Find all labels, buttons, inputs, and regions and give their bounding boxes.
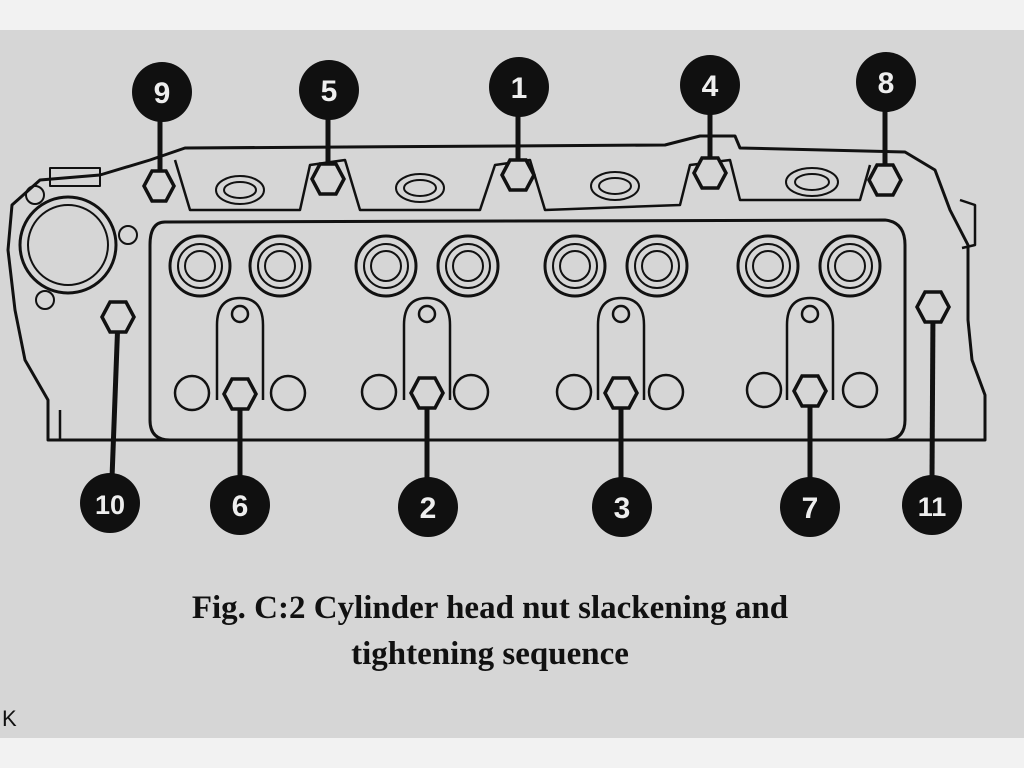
svg-text:5: 5 [321, 75, 338, 108]
nut-2 [409, 376, 445, 410]
svg-text:10: 10 [95, 490, 125, 520]
badge-10: 10 [80, 473, 140, 533]
svg-text:11: 11 [918, 492, 947, 522]
valve-seats [168, 234, 882, 298]
diagram-page [0, 30, 1024, 738]
badge-5: 5 [299, 60, 359, 120]
corner-letter: K [2, 706, 17, 731]
nut-9 [142, 169, 176, 203]
badge-11: 11 [902, 475, 962, 535]
rocker-pillars [173, 296, 879, 412]
nut-1 [500, 158, 536, 192]
head-inner-deck [148, 218, 907, 442]
water-outlet [18, 195, 118, 295]
nut-10 [100, 300, 136, 334]
manifold-ports [215, 167, 839, 205]
svg-text:4: 4 [702, 70, 719, 103]
svg-text:6: 6 [232, 490, 249, 523]
nut-7 [792, 374, 828, 408]
svg-text:3: 3 [614, 492, 631, 525]
badge-7: 7 [780, 477, 840, 537]
svg-text:1: 1 [511, 72, 528, 105]
nut-4 [692, 156, 728, 190]
badge-3: 3 [592, 477, 652, 537]
nut-8 [867, 163, 903, 197]
figure-caption-line-2: tightening sequence [351, 636, 629, 672]
nut-3 [603, 376, 639, 410]
badge-1: 1 [489, 57, 549, 117]
nut-11 [915, 290, 951, 324]
nut-6 [222, 377, 258, 411]
svg-text:2: 2 [420, 492, 437, 525]
svg-text:9: 9 [154, 77, 171, 110]
sequence-badges: 9 5 1 4 8 10 6 2 [80, 52, 962, 537]
svg-text:8: 8 [878, 67, 895, 100]
badge-2: 2 [398, 477, 458, 537]
badge-9: 9 [132, 62, 192, 122]
nuts [100, 156, 951, 411]
head-outline [6, 134, 987, 442]
badge-4: 4 [680, 55, 740, 115]
badge-6: 6 [210, 475, 270, 535]
svg-text:7: 7 [802, 492, 819, 525]
badge-8: 8 [856, 52, 916, 112]
figure-caption-line-1: Fig. C:2 Cylinder head nut slackening an… [191, 590, 789, 626]
nut-5 [310, 162, 346, 196]
